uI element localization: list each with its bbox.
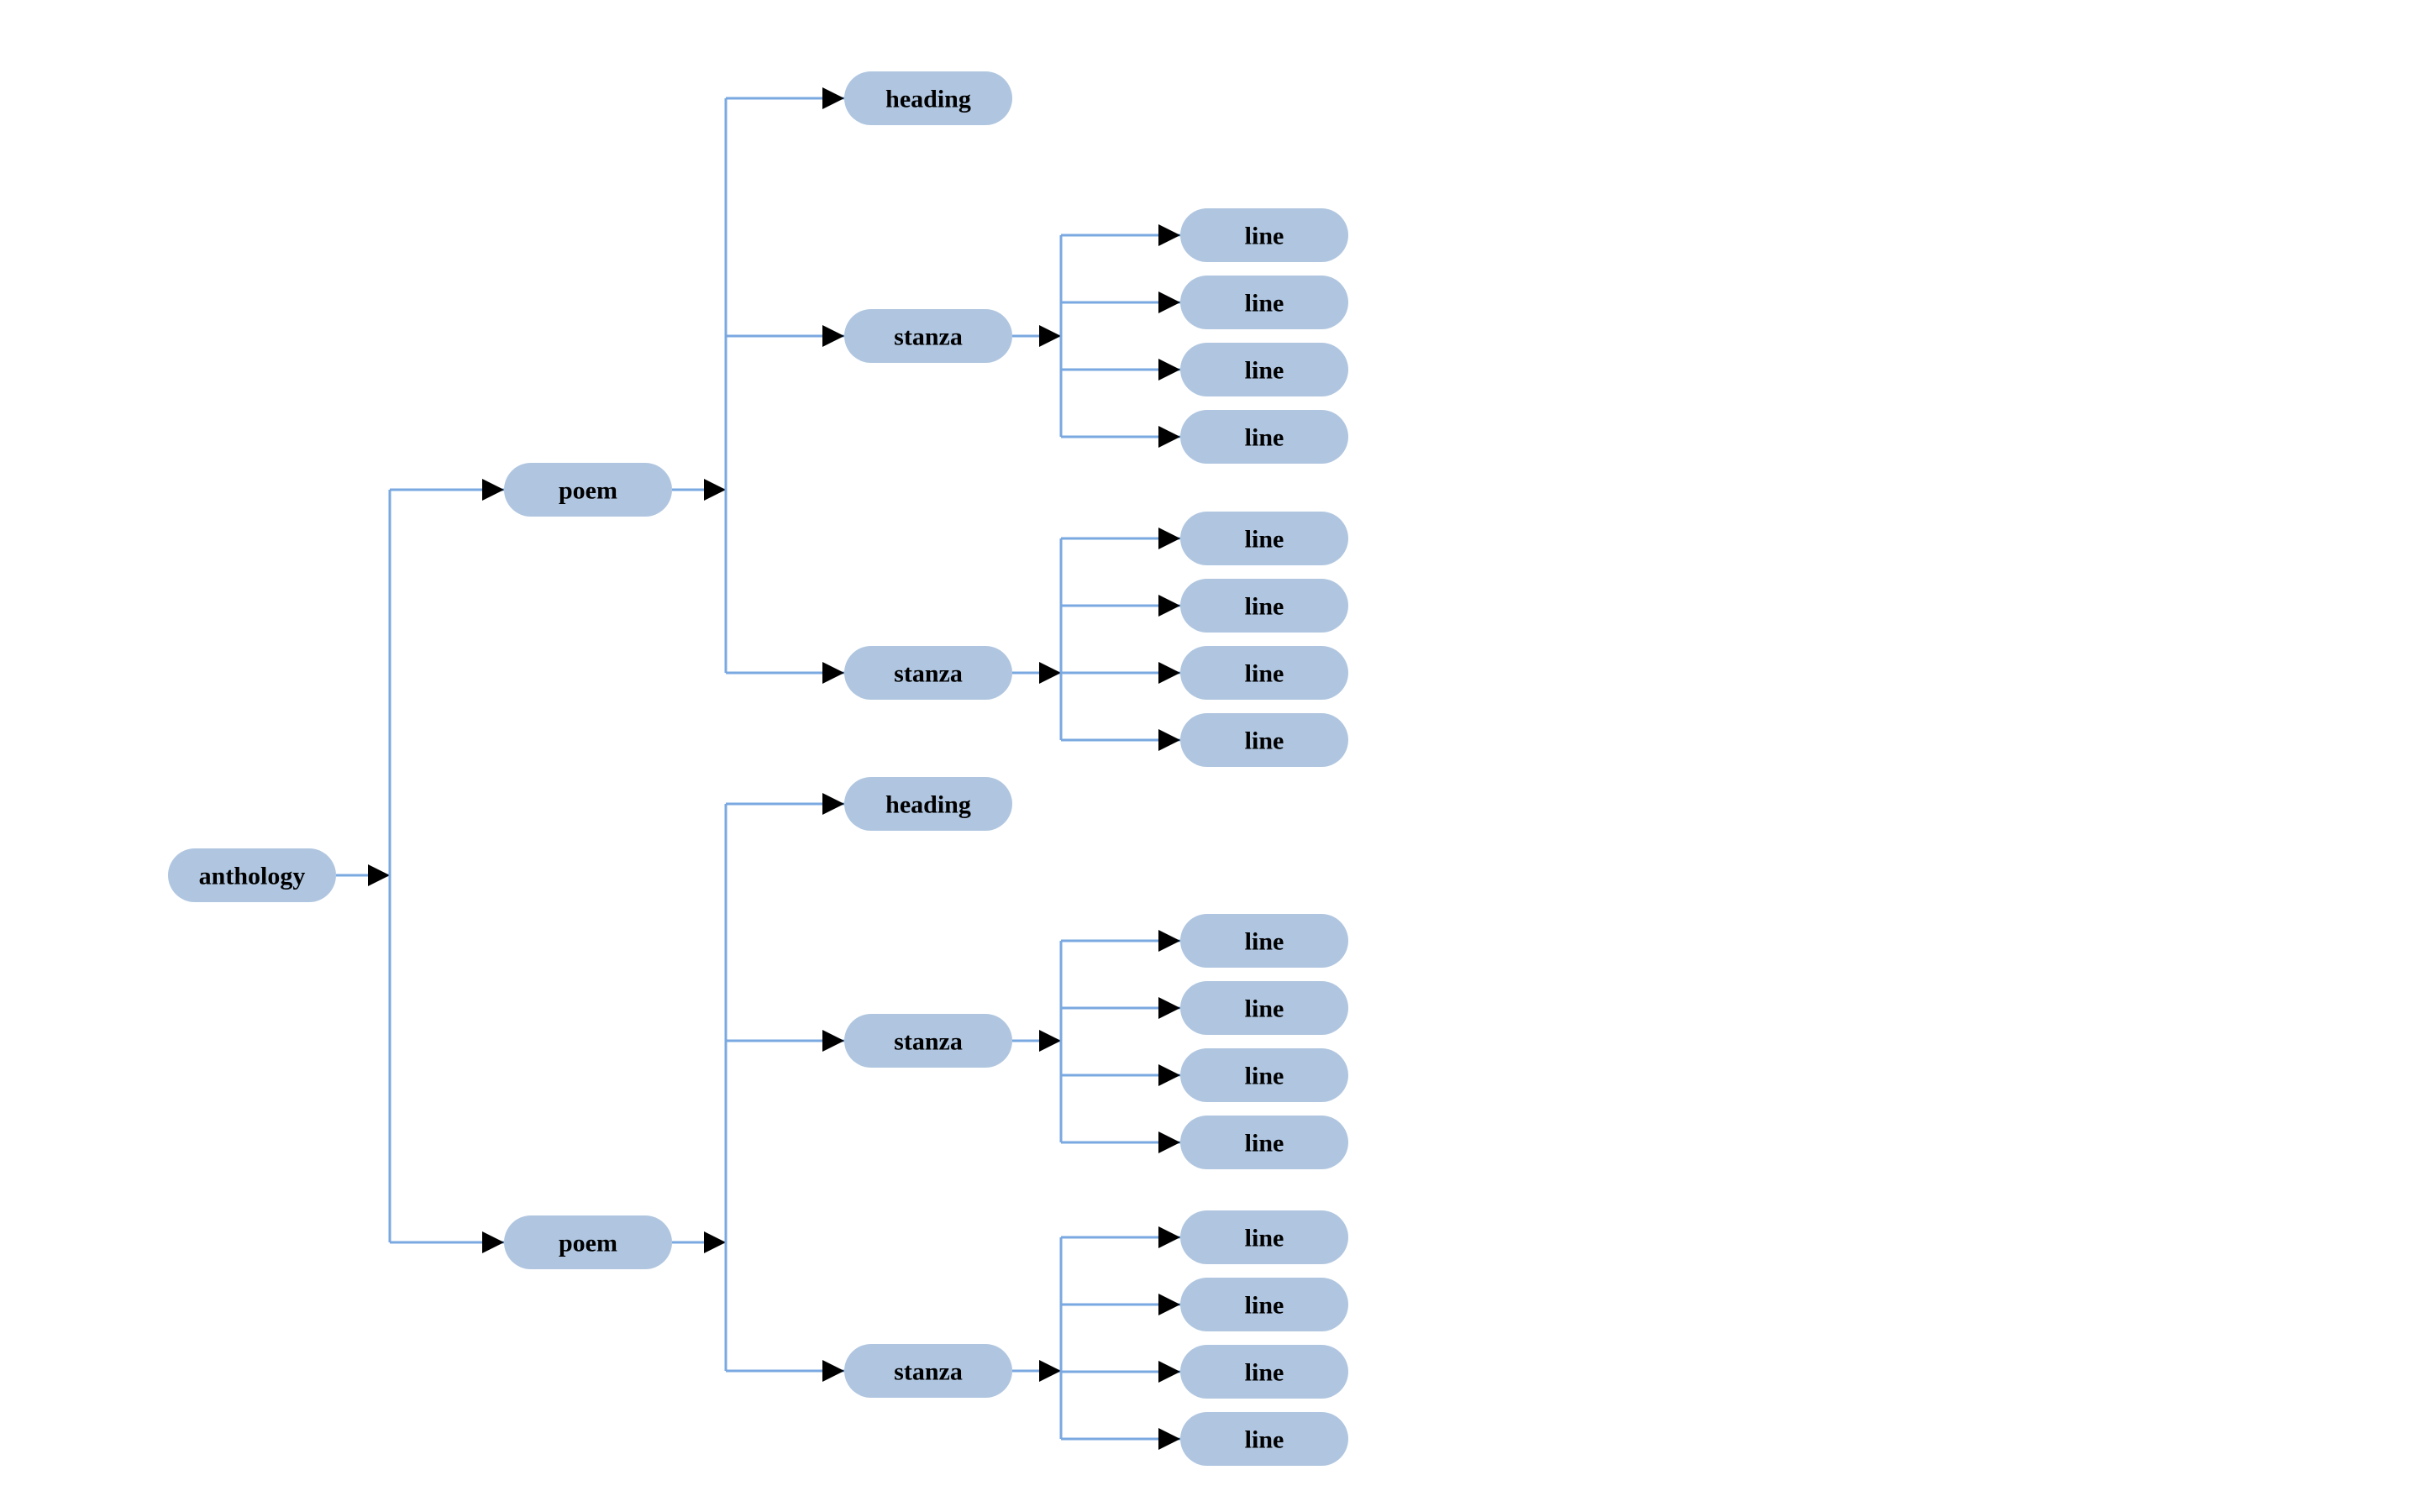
arrow-head-poem-2 (482, 1231, 504, 1253)
tree-node-poem-2-stanza-1-line-1[interactable]: line (1180, 914, 1348, 968)
tree-node-poem-1[interactable]: poem (504, 463, 672, 517)
edge-group-poem-1-stanza-1 (1012, 224, 1180, 448)
edge-group-poem-2-stanza-1 (1012, 930, 1180, 1153)
tree-node-poem-1-stanza-2-line-1[interactable]: line (1180, 512, 1348, 565)
tree-node-poem-1-stanza-1-line-4[interactable]: line (1180, 410, 1348, 464)
arrow-head-bus-poem-1-stanza-1 (1039, 325, 1061, 347)
node-shape-poem-1-stanza-2-line-2[interactable] (1180, 579, 1348, 633)
node-shape-poem-2-stanza-2-line-2[interactable] (1180, 1278, 1348, 1331)
arrow-head-poem-2-stanza-2-line-3 (1158, 1361, 1180, 1383)
tree-node-poem-2-stanza-2-line-1[interactable]: line (1180, 1210, 1348, 1264)
arrow-head-poem-1-stanza-1-line-3 (1158, 359, 1180, 381)
node-shape-poem-2-stanza-1-line-2[interactable] (1180, 981, 1348, 1035)
node-shape-poem-2-stanza-2[interactable] (844, 1344, 1012, 1398)
node-shape-poem-1[interactable] (504, 463, 672, 517)
node-shape-poem-2-stanza-2-line-4[interactable] (1180, 1412, 1348, 1466)
arrow-head-poem-1-stanza-2-line-4 (1158, 729, 1180, 751)
node-shape-poem-2-stanza-1-line-4[interactable] (1180, 1116, 1348, 1169)
node-shape-poem-1-heading[interactable] (844, 71, 1012, 125)
arrow-head-poem-1 (482, 479, 504, 501)
arrow-head-bus-anthology (368, 864, 390, 886)
node-shape-poem-2-heading[interactable] (844, 777, 1012, 831)
edge-group-anthology (336, 479, 504, 1253)
node-shape-poem-1-stanza-1[interactable] (844, 309, 1012, 363)
tree-node-poem-1-stanza-1[interactable]: stanza (844, 309, 1012, 363)
tree-node-poem-2-stanza-1-line-4[interactable]: line (1180, 1116, 1348, 1169)
arrow-head-bus-poem-2-stanza-1 (1039, 1030, 1061, 1052)
node-shape-anthology[interactable] (168, 848, 336, 902)
arrow-head-poem-2-stanza-1 (822, 1030, 844, 1052)
connector-layer (336, 87, 1180, 1450)
tree-node-poem-2-stanza-1-line-3[interactable]: line (1180, 1048, 1348, 1102)
node-shape-poem-2-stanza-2-line-3[interactable] (1180, 1345, 1348, 1399)
arrow-head-poem-2-stanza-1-line-4 (1158, 1131, 1180, 1153)
node-shape-poem-2-stanza-2-line-1[interactable] (1180, 1210, 1348, 1264)
arrow-head-poem-2-stanza-1-line-2 (1158, 997, 1180, 1019)
edge-group-poem-2 (672, 793, 844, 1382)
arrow-head-bus-poem-1-stanza-2 (1039, 662, 1061, 684)
node-layer: anthology poem heading stanza line line line li… (168, 71, 1348, 1466)
tree-node-poem-2-stanza-1-line-2[interactable]: line (1180, 981, 1348, 1035)
arrow-head-poem-2-stanza-1-line-3 (1158, 1064, 1180, 1086)
arrow-head-poem-1-stanza-2-line-1 (1158, 528, 1180, 549)
arrow-head-poem-1-stanza-2-line-3 (1158, 662, 1180, 684)
node-shape-poem-1-stanza-1-line-1[interactable] (1180, 208, 1348, 262)
arrow-head-poem-2-stanza-2-line-1 (1158, 1226, 1180, 1248)
tree-node-poem-1-stanza-2-line-2[interactable]: line (1180, 579, 1348, 633)
tree-node-poem-1-stanza-1-line-3[interactable]: line (1180, 343, 1348, 396)
arrow-head-poem-1-stanza-1-line-1 (1158, 224, 1180, 246)
edge-group-poem-2-stanza-2 (1012, 1226, 1180, 1450)
node-shape-poem-1-stanza-2-line-4[interactable] (1180, 713, 1348, 767)
tree-node-poem-2-stanza-2-line-2[interactable]: line (1180, 1278, 1348, 1331)
arrow-head-poem-2-stanza-2-line-2 (1158, 1294, 1180, 1315)
node-shape-poem-1-stanza-1-line-4[interactable] (1180, 410, 1348, 464)
arrow-head-bus-poem-1 (704, 479, 726, 501)
node-shape-poem-1-stanza-2-line-3[interactable] (1180, 646, 1348, 700)
tree-node-poem-2-heading[interactable]: heading (844, 777, 1012, 831)
tree-node-poem-2-stanza-2[interactable]: stanza (844, 1344, 1012, 1398)
arrow-head-poem-1-stanza-2 (822, 662, 844, 684)
arrow-head-poem-2-stanza-2-line-4 (1158, 1428, 1180, 1450)
node-shape-poem-1-stanza-2-line-1[interactable] (1180, 512, 1348, 565)
arrow-head-poem-1-stanza-1 (822, 325, 844, 347)
tree-node-poem-1-stanza-2[interactable]: stanza (844, 646, 1012, 700)
node-shape-poem-2-stanza-1-line-3[interactable] (1180, 1048, 1348, 1102)
arrow-head-poem-1-heading (822, 87, 844, 109)
node-shape-poem-2-stanza-1-line-1[interactable] (1180, 914, 1348, 968)
arrow-head-poem-2-heading (822, 793, 844, 815)
tree-node-poem-1-stanza-2-line-4[interactable]: line (1180, 713, 1348, 767)
node-shape-poem-2-stanza-1[interactable] (844, 1014, 1012, 1068)
tree-node-poem-1-stanza-2-line-3[interactable]: line (1180, 646, 1348, 700)
arrow-head-poem-1-stanza-1-line-4 (1158, 426, 1180, 448)
arrow-head-poem-2-stanza-2 (822, 1360, 844, 1382)
node-shape-poem-1-stanza-1-line-3[interactable] (1180, 343, 1348, 396)
arrow-head-poem-2-stanza-1-line-1 (1158, 930, 1180, 952)
tree-node-poem-2-stanza-2-line-3[interactable]: line (1180, 1345, 1348, 1399)
arrow-head-bus-poem-2 (704, 1231, 726, 1253)
tree-node-poem-1-stanza-1-line-2[interactable]: line (1180, 276, 1348, 329)
tree-node-poem-2[interactable]: poem (504, 1215, 672, 1269)
arrow-head-poem-1-stanza-2-line-2 (1158, 595, 1180, 617)
edge-group-poem-1-stanza-2 (1012, 528, 1180, 751)
node-shape-poem-1-stanza-1-line-2[interactable] (1180, 276, 1348, 329)
tree-node-anthology[interactable]: anthology (168, 848, 336, 902)
edge-group-poem-1 (672, 87, 844, 684)
tree-node-poem-1-heading[interactable]: heading (844, 71, 1012, 125)
node-shape-poem-1-stanza-2[interactable] (844, 646, 1012, 700)
arrow-head-bus-poem-2-stanza-2 (1039, 1360, 1061, 1382)
tree-node-poem-1-stanza-1-line-1[interactable]: line (1180, 208, 1348, 262)
tree-node-poem-2-stanza-1[interactable]: stanza (844, 1014, 1012, 1068)
tree-node-poem-2-stanza-2-line-4[interactable]: line (1180, 1412, 1348, 1466)
node-shape-poem-2[interactable] (504, 1215, 672, 1269)
arrow-head-poem-1-stanza-1-line-2 (1158, 291, 1180, 313)
